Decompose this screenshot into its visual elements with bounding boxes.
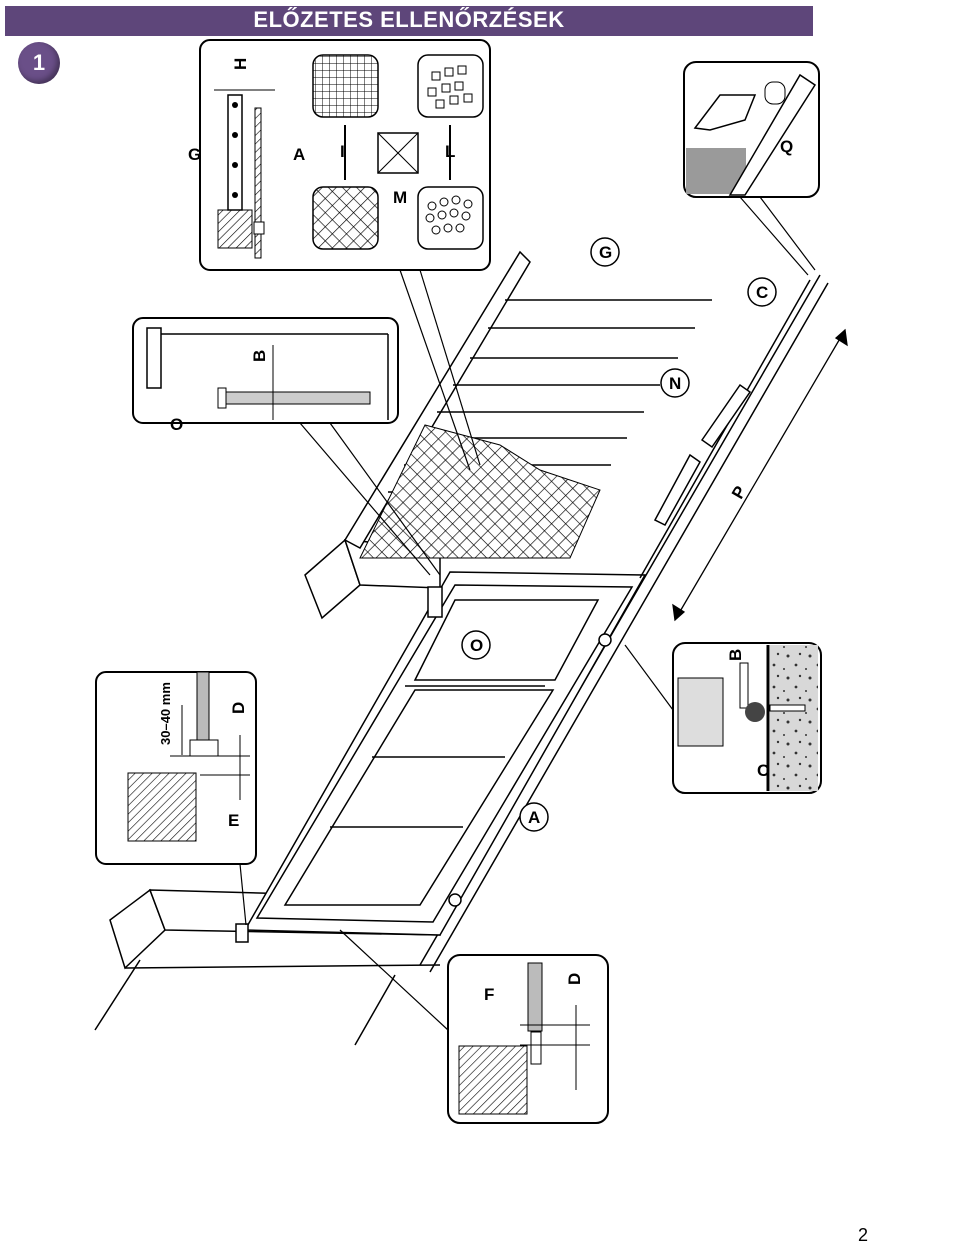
step-number: 1 xyxy=(32,50,46,75)
dimension-p xyxy=(672,328,848,622)
detail-box-d-f xyxy=(339,929,609,1124)
label-b-right: B xyxy=(726,649,745,661)
detail-box-q xyxy=(683,61,820,276)
label-h: H xyxy=(231,58,250,70)
label-q: Q xyxy=(780,137,793,156)
detail-box-b-top xyxy=(132,317,441,576)
label-m: M xyxy=(393,188,407,207)
label-b-top: B xyxy=(250,350,269,362)
label-d-bottom: D xyxy=(565,973,584,985)
label-n: N xyxy=(669,374,681,393)
detail-box-b-c xyxy=(624,642,822,794)
label-o: O xyxy=(470,636,483,655)
section-title: ELŐZETES ELLENŐRZÉSEK xyxy=(253,7,565,32)
detail-box-mesh xyxy=(199,39,491,471)
gate-installation-diagram: P H G A I xyxy=(94,39,848,1124)
gate-structure xyxy=(94,250,829,1046)
label-o-top: O xyxy=(170,415,183,434)
mesh-infill xyxy=(359,424,601,559)
label-g: G xyxy=(599,243,612,262)
label-c-detail: C xyxy=(757,761,769,780)
label-l: L xyxy=(445,142,455,161)
label-i: I xyxy=(340,142,345,161)
label-e: E xyxy=(228,811,239,830)
label-f: F xyxy=(484,985,494,1004)
section-title-bar: ELŐZETES ELLENŐRZÉSEK xyxy=(5,6,813,36)
detail-box-d-e xyxy=(95,671,257,926)
label-a: A xyxy=(528,808,540,827)
label-a-detail: A xyxy=(293,145,305,164)
main-callouts xyxy=(461,237,777,832)
step-badge: 1 xyxy=(18,42,60,84)
label-c: C xyxy=(756,283,768,302)
page-number: 2 xyxy=(857,1225,868,1245)
label-d-left: D xyxy=(229,702,248,714)
label-p: P xyxy=(728,483,750,502)
label-gap: 30–40 mm xyxy=(158,682,173,745)
rack-elements xyxy=(235,383,752,943)
label-g-detail: G xyxy=(188,145,201,164)
